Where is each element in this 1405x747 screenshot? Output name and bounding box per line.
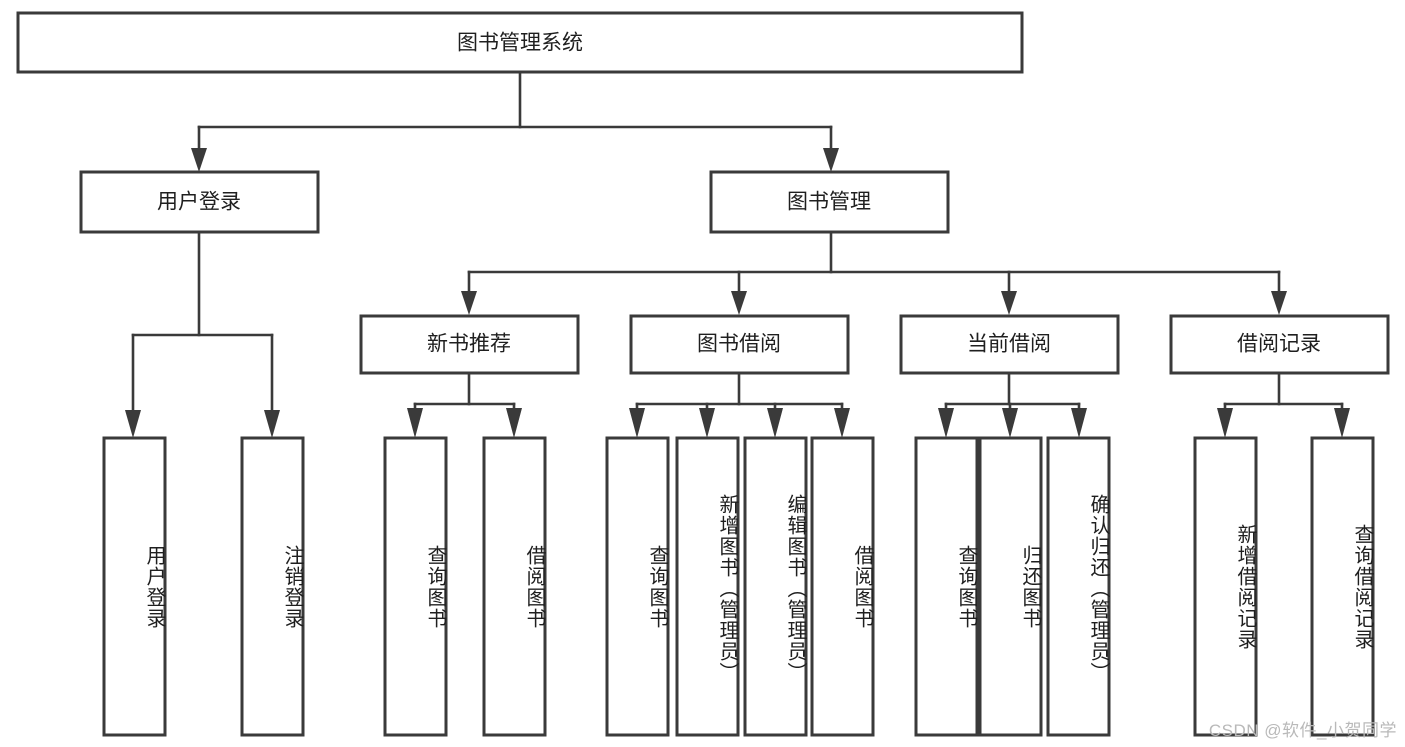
- node-book-borrow-box[interactable]: [629, 314, 850, 375]
- leaf-recommend-2-label: 借阅图书: [523, 544, 545, 629]
- leaf-current-2-box[interactable]: [978, 436, 1043, 737]
- node-book-manage-box[interactable]: [709, 170, 950, 234]
- leaf-user-login-2-box[interactable]: [240, 436, 305, 737]
- leaf-user-login-1-box[interactable]: [102, 436, 167, 737]
- node-user-login-label: 用户登录: [157, 191, 241, 214]
- arrow-book-manage-child-3: [1001, 291, 1017, 315]
- leaf-user-login-2-cell: 注销登录: [242, 438, 303, 735]
- leaf-user-login-1-label: 用户登录: [143, 544, 165, 629]
- leaf-borrow-3-box[interactable]: [743, 436, 808, 737]
- leaf-borrow-3-label: 编辑图书（管理员）: [784, 494, 806, 683]
- arrow-root-to-book-manage: [823, 148, 839, 172]
- node-root-system-box[interactable]: [16, 11, 1024, 74]
- leaf-borrow-1[interactable]: 查询图书: [605, 436, 670, 737]
- leaf-current-3-cell: 确认归还（管理员）: [1048, 438, 1109, 735]
- leaf-record-1[interactable]: 新增借阅记录: [1193, 436, 1258, 737]
- arrow-book-manage-child-2: [731, 291, 747, 315]
- node-root-system[interactable]: 图书管理系统: [16, 11, 1024, 74]
- arrow-borrow-child-1: [629, 408, 645, 438]
- arrow-book-manage-child-1: [461, 291, 477, 315]
- leaf-borrow-4-label: 借阅图书: [851, 544, 873, 629]
- leaf-borrow-3[interactable]: 编辑图书（管理员）: [743, 436, 808, 737]
- node-book-borrow-label: 图书借阅: [697, 333, 781, 356]
- leaf-current-3-box[interactable]: [1046, 436, 1111, 737]
- leaf-record-2-box[interactable]: [1310, 436, 1375, 737]
- leaf-record-2-cell: 查询借阅记录: [1312, 438, 1373, 735]
- leaf-borrow-2-box[interactable]: [675, 436, 740, 737]
- node-user-login-box[interactable]: [79, 170, 320, 234]
- leaf-recommend-2[interactable]: 借阅图书: [482, 436, 547, 737]
- node-root-system-label: 图书管理系统: [457, 32, 583, 55]
- leaf-borrow-1-label: 查询图书: [646, 544, 668, 629]
- arrow-current-child-1: [938, 408, 954, 438]
- leaf-recommend-1-cell: 查询图书: [385, 438, 446, 735]
- leaf-recommend-2-box[interactable]: [482, 436, 547, 737]
- leaf-record-1-box[interactable]: [1193, 436, 1258, 737]
- leaf-borrow-1-cell: 查询图书: [607, 438, 668, 735]
- leaf-borrow-2-cell: 新增图书（管理员）: [677, 438, 738, 735]
- node-book-manage[interactable]: 图书管理: [709, 170, 950, 234]
- leaf-borrow-4-cell: 借阅图书: [812, 438, 873, 735]
- node-current-borrow-box[interactable]: [899, 314, 1120, 375]
- arrow-borrow-child-2: [699, 408, 715, 438]
- node-current-borrow-label: 当前借阅: [967, 333, 1051, 356]
- connector-layer: [125, 70, 1350, 438]
- leaf-recommend-1-label: 查询图书: [424, 544, 446, 629]
- node-borrow-record[interactable]: 借阅记录: [1169, 314, 1390, 375]
- arrow-root-to-user-login: [191, 148, 207, 172]
- leaf-current-2[interactable]: 归还图书: [978, 436, 1043, 737]
- leaf-record-1-cell: 新增借阅记录: [1195, 438, 1256, 735]
- leaf-current-2-label: 归还图书: [1019, 544, 1041, 629]
- leaf-user-login-2-label: 注销登录: [281, 544, 303, 629]
- leaf-borrow-2[interactable]: 新增图书（管理员）: [675, 436, 740, 737]
- leaf-user-login-1[interactable]: 用户登录: [102, 436, 167, 737]
- arrow-recommend-child-2: [506, 408, 522, 438]
- leaf-current-3[interactable]: 确认归还（管理员）: [1046, 436, 1111, 737]
- arrow-borrow-child-3: [767, 408, 783, 438]
- leaf-current-2-cell: 归还图书: [980, 438, 1041, 735]
- arrow-current-child-2: [1002, 408, 1018, 438]
- arrow-user-login-child-2: [264, 410, 280, 438]
- arrow-book-manage-child-4: [1271, 291, 1287, 315]
- leaf-current-3-label: 确认归还（管理员）: [1087, 494, 1109, 683]
- leaf-current-1[interactable]: 查询图书: [914, 436, 979, 737]
- leaf-recommend-1[interactable]: 查询图书: [383, 436, 448, 737]
- leaf-record-2[interactable]: 查询借阅记录: [1310, 436, 1375, 737]
- leaf-current-1-box[interactable]: [914, 436, 979, 737]
- node-new-book-recommend-label: 新书推荐: [427, 333, 511, 356]
- node-new-book-recommend-box[interactable]: [359, 314, 580, 375]
- leaf-borrow-3-cell: 编辑图书（管理员）: [745, 438, 806, 735]
- arrow-borrow-child-4: [834, 408, 850, 438]
- leaf-user-login-1-cell: 用户登录: [104, 438, 165, 735]
- leaf-borrow-1-box[interactable]: [605, 436, 670, 737]
- node-borrow-record-label: 借阅记录: [1237, 333, 1321, 356]
- node-book-manage-label: 图书管理: [787, 191, 871, 214]
- arrow-current-child-3: [1071, 408, 1087, 438]
- node-current-borrow[interactable]: 当前借阅: [899, 314, 1120, 375]
- leaf-user-login-2[interactable]: 注销登录: [240, 436, 305, 737]
- leaf-borrow-4[interactable]: 借阅图书: [810, 436, 875, 737]
- arrow-user-login-child-1: [125, 410, 141, 438]
- arrow-recommend-child-1: [407, 408, 423, 438]
- node-user-login[interactable]: 用户登录: [79, 170, 320, 234]
- node-book-borrow[interactable]: 图书借阅: [629, 314, 850, 375]
- leaf-record-2-label: 查询借阅记录: [1351, 523, 1373, 650]
- leaf-borrow-4-box[interactable]: [810, 436, 875, 737]
- arrow-record-child-2: [1334, 408, 1350, 438]
- leaf-recommend-1-box[interactable]: [383, 436, 448, 737]
- node-borrow-record-box[interactable]: [1169, 314, 1390, 375]
- arrow-record-child-1: [1217, 408, 1233, 438]
- leaf-current-1-cell: 查询图书: [916, 438, 977, 735]
- node-new-book-recommend[interactable]: 新书推荐: [359, 314, 580, 375]
- leaf-current-1-label: 查询图书: [955, 544, 977, 629]
- leaf-record-1-label: 新增借阅记录: [1234, 523, 1256, 650]
- leaf-recommend-2-cell: 借阅图书: [484, 438, 545, 735]
- leaf-borrow-2-label: 新增图书（管理员）: [716, 494, 738, 683]
